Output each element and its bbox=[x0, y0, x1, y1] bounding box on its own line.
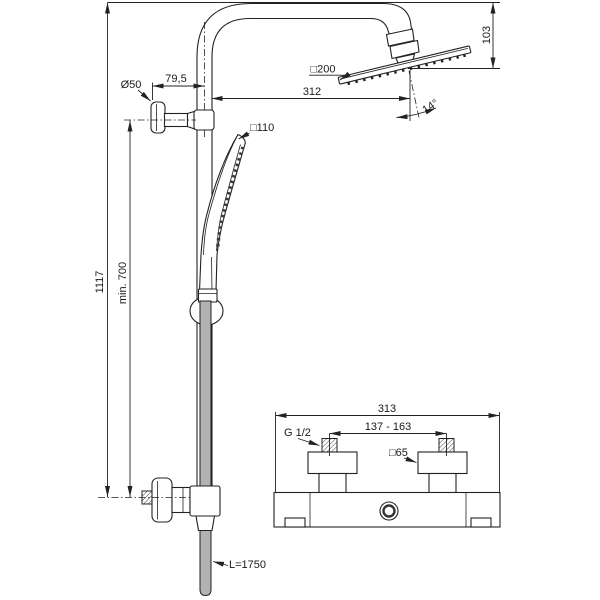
head-axis-centerline bbox=[408, 70, 420, 121]
bracket-collar bbox=[193, 109, 215, 131]
dim-label-14deg: 14° bbox=[420, 97, 440, 116]
dim-label-137-163: 137 - 163 bbox=[365, 421, 411, 433]
hand-shower-contour bbox=[203, 137, 237, 256]
mixer-dimensions: 313 137 - 163 G 1/2 □65 bbox=[275, 403, 500, 492]
dim-label-312: 312 bbox=[303, 86, 321, 98]
leader-bracket-diameter bbox=[137, 89, 151, 102]
mixer-view: 313 137 - 163 G 1/2 □65 bbox=[273, 403, 501, 528]
leader-hand-shower bbox=[238, 131, 250, 140]
shower-hose bbox=[199, 300, 212, 597]
hand-shower-body bbox=[198, 133, 246, 292]
leader-thread-size bbox=[297, 438, 320, 446]
label-escutcheon-size: □65 bbox=[389, 447, 408, 459]
mixer-foot-right bbox=[470, 517, 492, 528]
label-hand-shower-size: □110 bbox=[250, 122, 274, 134]
leader-escutcheon-size bbox=[403, 456, 417, 463]
mixer-outlet-ring bbox=[382, 504, 396, 518]
arm-connector-nut-lower bbox=[389, 39, 420, 60]
leader-head-shower bbox=[339, 71, 351, 81]
label-hose-length: L=1750 bbox=[229, 559, 266, 571]
leader-hose-length bbox=[212, 561, 229, 567]
elbow-wall-flange bbox=[151, 477, 173, 523]
wall-elbow-assembly bbox=[141, 477, 221, 532]
mixer-neck-right bbox=[428, 472, 457, 494]
dim-label-79-5: 79,5 bbox=[165, 73, 186, 85]
mixer-escutcheon-left bbox=[307, 451, 358, 475]
mixer-foot-left bbox=[284, 517, 306, 528]
dim-label-min700: min. 700 bbox=[117, 262, 129, 304]
main-dimensions: 1117 min. 700 Ø50 79,5 □110 □200 103 bbox=[94, 2, 500, 571]
mixer-escutcheon-right bbox=[417, 451, 468, 475]
overhead-shower-plate bbox=[337, 45, 472, 86]
elbow-neck bbox=[171, 486, 191, 514]
arm-connector-nut-upper bbox=[385, 28, 415, 47]
label-thread-size: G 1/2 bbox=[284, 427, 311, 439]
spray-nozzles bbox=[347, 53, 466, 86]
angle-arc-14 bbox=[396, 107, 437, 120]
riser-pipe-and-arm bbox=[196, 2, 416, 521]
label-bracket-diameter: Ø50 bbox=[121, 79, 142, 91]
dim-label-313: 313 bbox=[378, 403, 396, 415]
bracket-wall-flange bbox=[150, 101, 166, 134]
hand-shower-face-edge bbox=[216, 144, 241, 252]
wall-bracket bbox=[150, 101, 215, 134]
mixer-neck-left bbox=[318, 472, 347, 494]
dim-label-1117: 1117 bbox=[94, 271, 106, 294]
hand-shower-cuff bbox=[197, 288, 218, 303]
dim-label-103: 103 bbox=[481, 26, 493, 44]
main-view: 1117 min. 700 Ø50 79,5 □110 □200 103 bbox=[94, 2, 500, 597]
elbow-tail bbox=[195, 515, 216, 532]
label-head-shower-size: □200 bbox=[311, 64, 336, 76]
hand-shower bbox=[198, 133, 246, 292]
elbow-body bbox=[189, 485, 221, 517]
